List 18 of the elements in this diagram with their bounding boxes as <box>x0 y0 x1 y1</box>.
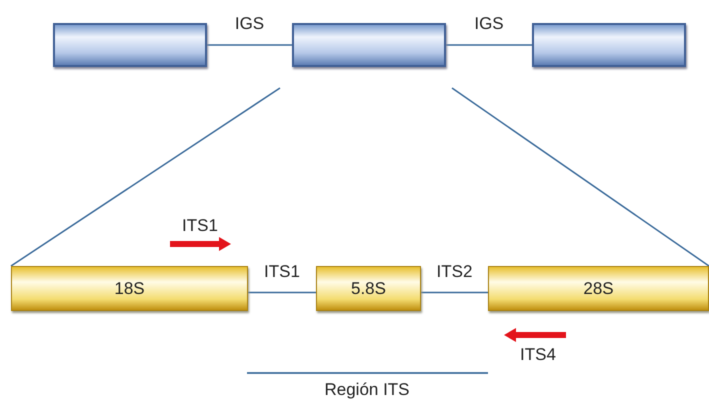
connector-line <box>446 44 532 46</box>
segment-label: 18S <box>114 278 145 298</box>
segment-label: 28S <box>583 278 614 298</box>
connector-line <box>248 292 316 294</box>
connector-line <box>452 87 709 267</box>
region-label: Región ITS <box>324 380 410 400</box>
gene-segment-box <box>316 266 421 311</box>
connector-line <box>421 292 488 294</box>
segment-label: 5.8S <box>351 278 386 298</box>
connector-line <box>207 44 292 46</box>
gene-segment-box <box>11 266 248 311</box>
connector-line <box>10 87 280 267</box>
primer-label: ITS1 <box>182 216 218 236</box>
gene-segment-box <box>488 266 709 311</box>
primer-label: ITS4 <box>520 345 556 365</box>
gene-block <box>292 23 446 67</box>
gene-block <box>53 23 207 67</box>
gene-block <box>532 23 686 67</box>
